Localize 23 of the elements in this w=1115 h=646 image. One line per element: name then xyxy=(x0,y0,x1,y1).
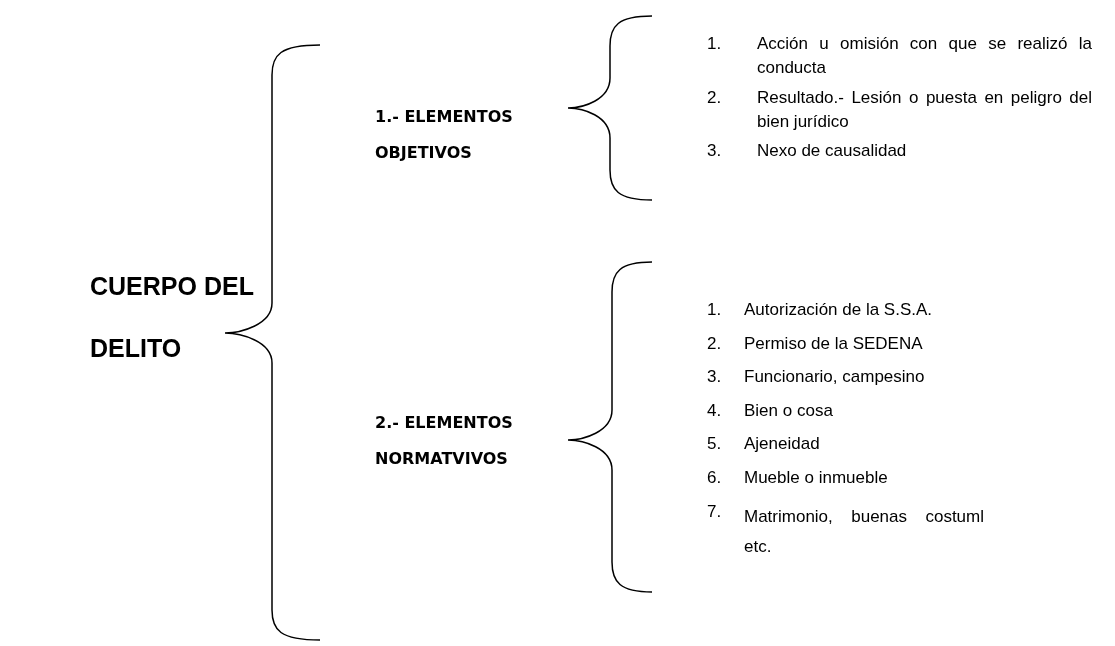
list-item-text: Resultado.- Lesión o puesta en peligro del bien jurídico xyxy=(757,87,1092,133)
list-number: 1. xyxy=(707,33,722,55)
list-number: 2. xyxy=(707,87,722,109)
list-item-text: Matrimonio, buenas costuml etc. xyxy=(744,505,984,558)
title-text: CUERPO DEL DELITO xyxy=(90,271,255,364)
list-number: 3. xyxy=(707,140,722,162)
list-number: 5. xyxy=(707,434,722,455)
list-item-text: Nexo de causalidad xyxy=(757,140,908,162)
heading-text: 1.- ELEMENTOS OBJETIVOS xyxy=(375,106,514,164)
list-number: 6. xyxy=(707,468,722,488)
list-item-text: Permiso de la SEDENA xyxy=(744,333,924,354)
list-number: 3. xyxy=(707,367,722,388)
list-number: 4. xyxy=(707,400,722,421)
list-item-text: Acción u omisión con que se realizó la conducta xyxy=(757,33,1092,79)
list-number: 1. xyxy=(707,300,722,320)
heading-text: 2.- ELEMENTOS NORMATVIVOS xyxy=(375,412,514,470)
list-item-text: Funcionario, campesino xyxy=(744,367,926,388)
list-item-text: Mueble o inmueble xyxy=(744,468,889,488)
list-number: 2. xyxy=(707,333,722,354)
list-item-text: Autorización de la S.S.A. xyxy=(744,300,934,320)
list-item-text: Bien o cosa xyxy=(744,400,834,421)
list-item-text: Ajeneidad xyxy=(744,434,821,455)
list-number: 7. xyxy=(707,501,722,522)
